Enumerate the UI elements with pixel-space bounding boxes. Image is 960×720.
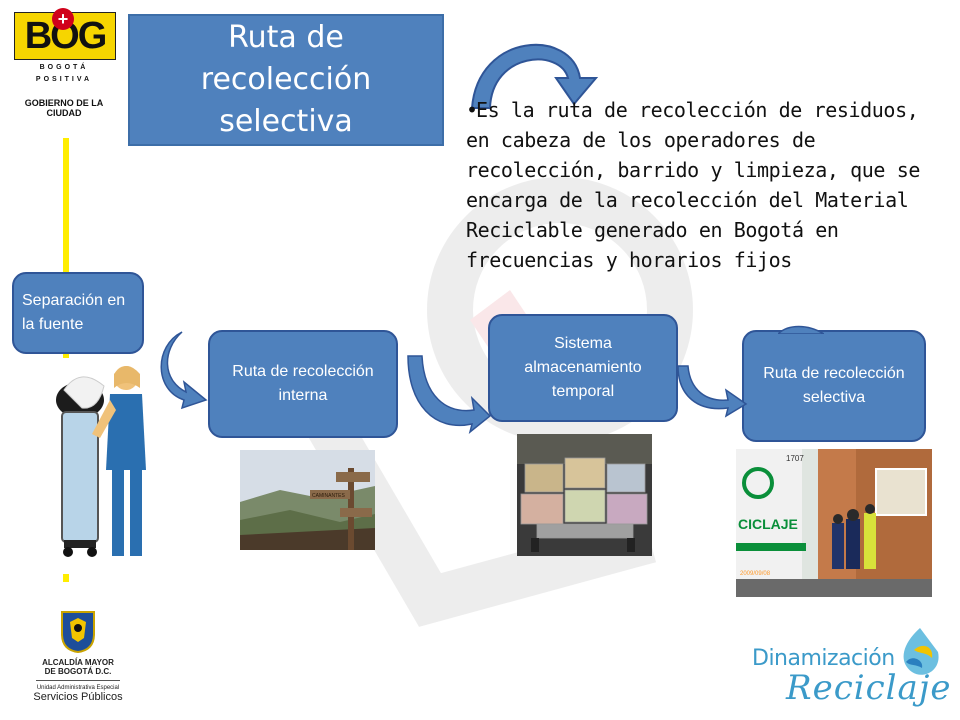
flow-step-almacenamiento: Sistema almacenamiento temporal xyxy=(488,314,678,422)
brand-text-2: Reciclaje xyxy=(786,668,952,708)
bog-logo-subtitle-2: POSITIVA xyxy=(35,76,93,83)
description-body: Es la ruta de recolección de residuos, e… xyxy=(466,98,920,272)
flow-step-separacion: Separación en la fuente xyxy=(12,272,144,354)
flow-step-ruta-interna: Ruta de recolección interna xyxy=(208,330,398,438)
recycling-truck-photo: 1707 CICLAJE 2009/09/08 xyxy=(736,449,932,597)
yellow-divider-end xyxy=(63,574,69,582)
mountain-signpost-photo: CAMINANTES xyxy=(240,450,375,550)
flow-step-label: Ruta de recolección selectiva xyxy=(763,365,905,406)
alcaldia-logo: ALCALDÍA MAYOR DE BOGOTÁ D.C. Unidad Adm… xyxy=(28,610,128,710)
bullet-icon: • xyxy=(466,98,478,122)
woman-recycling-photo xyxy=(50,360,152,572)
dinamizacion-logo: Dinamización Reciclaje xyxy=(752,620,952,715)
signpost-text: CAMINANTES xyxy=(312,493,345,499)
description-text: •Es la ruta de recolección de residuos, … xyxy=(466,95,936,275)
curved-arrow-icon xyxy=(160,331,208,410)
curved-arrow-icon xyxy=(407,355,492,434)
brand-text-1: Dinamización xyxy=(752,646,895,671)
recycle-drop-icon xyxy=(903,628,939,675)
yellow-divider xyxy=(63,138,69,358)
node-tab xyxy=(778,325,824,334)
title-box: Ruta de recolección selectiva xyxy=(128,14,444,146)
unit-text-2: Servicios Públicos xyxy=(33,691,123,703)
unit-text-1: Unidad Administrativa Especial xyxy=(36,685,120,691)
bog-logo-government: GOBIERNO DE LA CIUDAD xyxy=(24,98,104,118)
flow-step-label: Sistema almacenamiento temporal xyxy=(524,335,642,400)
alcaldia-text-2: DE BOGOTÁ D.C. xyxy=(44,667,112,676)
recycled-bales-photo xyxy=(517,434,652,556)
flow-step-label: Ruta de recolección interna xyxy=(232,363,374,404)
truck-text: CICLAJE xyxy=(738,516,798,532)
bog-logo-subtitle-1: BOGOTÁ xyxy=(39,64,89,71)
bog-logo: BOG + BOGOTÁ POSITIVA GOBIERNO DE LA CIU… xyxy=(8,6,120,118)
flow-step-label: Separación en la fuente xyxy=(22,292,126,333)
flow-step-ruta-selectiva: Ruta de recolección selectiva xyxy=(742,330,926,442)
truck-date: 2009/09/08 xyxy=(740,571,771,577)
alcaldia-text-1: ALCALDÍA MAYOR xyxy=(42,658,114,667)
page-title: Ruta de recolección selectiva xyxy=(200,20,372,139)
truck-number: 1707 xyxy=(786,454,804,463)
curved-arrow-icon xyxy=(470,44,599,109)
plus-icon: + xyxy=(52,8,74,30)
coat-of-arms-icon xyxy=(61,611,95,654)
curved-arrow-icon xyxy=(677,365,748,418)
